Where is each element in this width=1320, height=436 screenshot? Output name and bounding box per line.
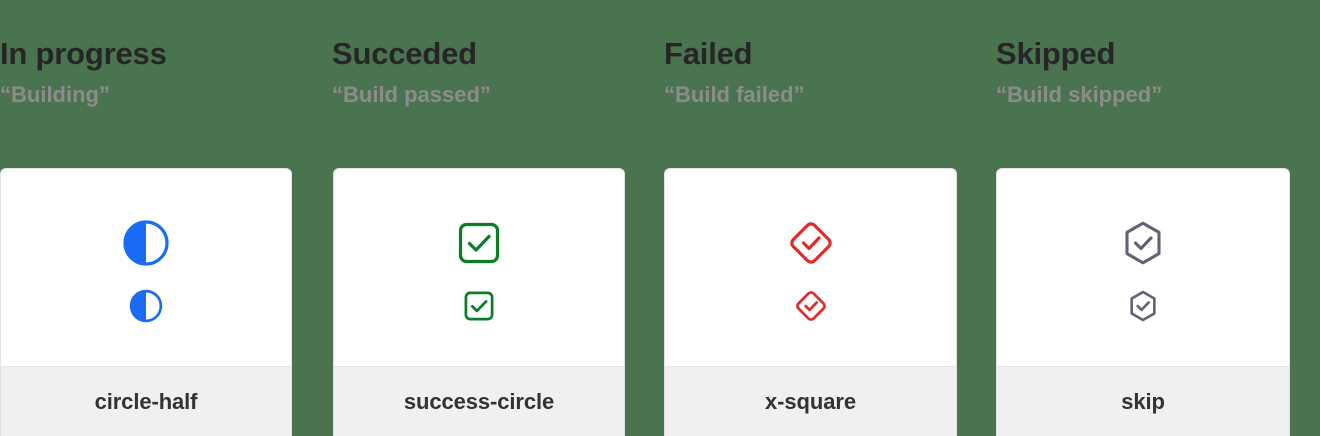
- card-icon-preview-area: [1, 169, 291, 366]
- circle-half-icon-small: [129, 289, 163, 323]
- icon-card-skip[interactable]: skip: [996, 168, 1290, 436]
- column-header: Skipped “Build skipped”: [990, 0, 1320, 110]
- card-icon-preview-area: [997, 169, 1289, 366]
- skip-icon-large: [1119, 219, 1167, 267]
- column-title: In progress: [0, 36, 167, 71]
- card-footer: circle-half: [1, 366, 291, 436]
- column-header: Succeded “Build passed”: [330, 0, 660, 110]
- column-subtitle: “Build skipped”: [996, 82, 1163, 107]
- column-title: Failed: [664, 36, 753, 71]
- column-subtitle: “Building”: [0, 82, 110, 107]
- status-column-skipped: Skipped “Build skipped”: [990, 0, 1320, 436]
- circle-half-icon-large: [122, 219, 170, 267]
- column-subtitle: “Build passed”: [332, 82, 491, 107]
- success-circle-icon-small: [462, 289, 496, 323]
- success-circle-icon-large: [455, 219, 503, 267]
- x-square-icon-small: [794, 289, 828, 323]
- icon-name-label: circle-half: [94, 388, 198, 414]
- card-icon-preview-area: [334, 169, 624, 366]
- icon-card-circle-half[interactable]: circle-half: [0, 168, 292, 436]
- status-column-failed: Failed “Build failed”: [660, 0, 990, 436]
- status-column-succeded: Succeded “Build passed”: [330, 0, 660, 436]
- icon-name-label: x-square: [765, 388, 856, 414]
- column-header: In progress “Building”: [0, 0, 330, 110]
- column-subtitle: “Build failed”: [664, 82, 805, 107]
- card-footer: skip: [997, 366, 1289, 436]
- status-column-in-progress: In progress “Building”: [0, 0, 330, 436]
- card-footer: success-circle: [334, 366, 624, 436]
- card-footer: x-square: [665, 366, 956, 436]
- icon-card-success-circle[interactable]: success-circle: [333, 168, 625, 436]
- icon-name-label: success-circle: [403, 388, 555, 414]
- column-title: Succeded: [332, 36, 477, 71]
- x-square-icon-large: [787, 219, 835, 267]
- card-icon-preview-area: [665, 169, 956, 366]
- column-title: Skipped: [996, 36, 1116, 71]
- column-header: Failed “Build failed”: [660, 0, 990, 110]
- icon-card-x-square[interactable]: x-square: [664, 168, 957, 436]
- icon-name-label: skip: [1121, 388, 1165, 414]
- skip-icon-small: [1126, 289, 1160, 323]
